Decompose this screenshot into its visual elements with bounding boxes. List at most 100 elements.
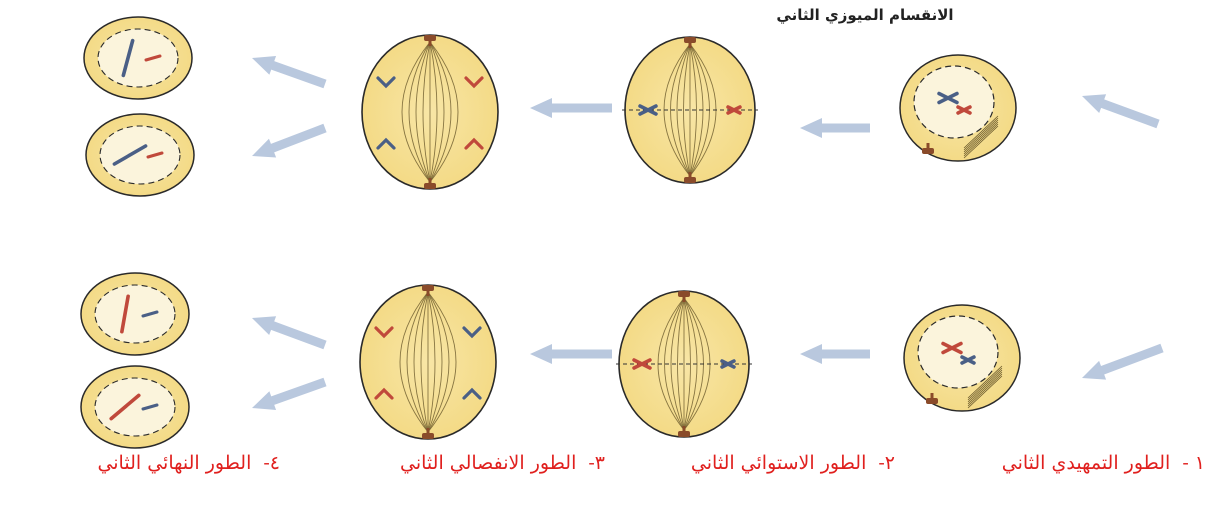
spindle-fiber bbox=[689, 43, 697, 177]
spindle-fiber bbox=[415, 41, 431, 183]
arrow bbox=[800, 344, 870, 364]
metaphase-cell bbox=[616, 290, 752, 438]
spindle-fiber bbox=[427, 291, 457, 433]
stage-label-anaphase-ii: ٣- الطور الانفصالي الثاني bbox=[335, 452, 605, 474]
nuclear-envelope bbox=[94, 377, 176, 437]
spindle-fiber bbox=[664, 297, 685, 431]
anaphase-cell bbox=[361, 34, 499, 190]
arrow-shape bbox=[252, 123, 327, 158]
stage-name: الطور النهائي الثاني bbox=[97, 452, 252, 474]
spindle-fiber bbox=[670, 43, 691, 177]
arrow-shape bbox=[252, 55, 327, 89]
daughter-cell bbox=[80, 365, 190, 449]
stage-name: الطور الانفصالي الثاني bbox=[400, 452, 577, 474]
spindle-fiber bbox=[963, 125, 999, 159]
spindle-fiber bbox=[677, 297, 685, 431]
spindle-fiber bbox=[963, 121, 999, 155]
spindle-fiber bbox=[429, 41, 445, 183]
stage-label-prophase-ii: ١ -الطور التمهيدي الثاني bbox=[935, 452, 1205, 474]
spindle-fiber bbox=[967, 367, 1003, 401]
prophase-cell bbox=[899, 54, 1017, 162]
arrow bbox=[252, 123, 327, 158]
spindle-fiber bbox=[406, 291, 429, 433]
arrow-shape bbox=[1082, 94, 1160, 129]
chromosome bbox=[146, 151, 164, 159]
chromatid bbox=[462, 326, 482, 339]
chromosome bbox=[109, 393, 141, 421]
spindle-fiber bbox=[399, 291, 429, 433]
stage-number: ٤- bbox=[263, 452, 280, 474]
stage-number: ٣- bbox=[588, 452, 605, 474]
spindle-fiber bbox=[429, 41, 452, 183]
spindle-fiber bbox=[427, 291, 436, 433]
chromosome bbox=[638, 104, 658, 116]
anaphase-cell bbox=[359, 284, 497, 440]
spindle-fiber bbox=[967, 375, 1003, 409]
arrow bbox=[530, 344, 612, 364]
chromosome bbox=[960, 355, 976, 365]
arrow bbox=[800, 118, 870, 138]
metaphase-cell bbox=[622, 36, 758, 184]
spindle-fiber bbox=[429, 41, 459, 183]
chromosome bbox=[937, 91, 959, 105]
chromatid bbox=[376, 137, 396, 150]
stage-name: الطور التمهيدي الثاني bbox=[1001, 452, 1171, 474]
diagram-title: الانقسام الميوزي الثاني bbox=[776, 6, 954, 24]
chromatid bbox=[374, 326, 394, 339]
arrow-shape bbox=[1082, 343, 1164, 380]
chromosome bbox=[112, 144, 148, 166]
arrow-shape bbox=[252, 377, 327, 411]
spindle-fiber bbox=[963, 117, 999, 151]
spindle-fiber bbox=[967, 371, 1003, 405]
nuclear-envelope bbox=[94, 284, 176, 344]
spindle-fiber bbox=[408, 41, 431, 183]
spindle-fiber bbox=[670, 297, 685, 431]
spindle-fiber bbox=[676, 43, 691, 177]
chromosome bbox=[120, 294, 130, 334]
spindle-fiber bbox=[427, 291, 443, 433]
spindle-fiber bbox=[420, 291, 429, 433]
arrow bbox=[1082, 94, 1160, 129]
spindle-fiber bbox=[422, 41, 431, 183]
chromosome bbox=[144, 54, 162, 62]
spindle-fiber bbox=[963, 119, 999, 153]
spindle-fiber bbox=[963, 123, 999, 157]
spindle-fiber bbox=[683, 297, 691, 431]
arrow-shape bbox=[800, 344, 870, 364]
stage-name: الطور الاستوائي الثاني bbox=[690, 452, 867, 474]
stage-number: ٢- bbox=[878, 452, 895, 474]
daughter-cell bbox=[85, 113, 195, 197]
chromatid bbox=[464, 137, 484, 150]
arrow-shape bbox=[800, 118, 870, 138]
stage-label-metaphase-ii: ٢- الطور الاستوائي الثاني bbox=[625, 452, 895, 474]
nuclear-envelope bbox=[99, 125, 181, 185]
chromatid bbox=[374, 387, 394, 400]
prophase-cell bbox=[903, 304, 1021, 412]
arrow bbox=[530, 98, 612, 118]
chromosome bbox=[121, 38, 135, 78]
arrow bbox=[252, 55, 327, 89]
chromosome bbox=[141, 403, 159, 411]
arrow bbox=[252, 377, 327, 411]
arrow-shape bbox=[252, 316, 327, 350]
chromosome bbox=[941, 341, 963, 355]
meiosis-ii-illustration bbox=[80, 16, 1164, 449]
stage-label-telophase-ii: ٤- الطور النهائي الثاني bbox=[10, 452, 280, 474]
chromosome bbox=[632, 358, 652, 370]
chromatid bbox=[462, 387, 482, 400]
chromosome bbox=[956, 105, 972, 115]
arrow bbox=[252, 316, 327, 350]
spindle-fiber bbox=[967, 369, 1003, 403]
daughter-cell bbox=[83, 16, 193, 100]
spindle-fiber bbox=[683, 43, 691, 177]
daughter-cell bbox=[80, 272, 190, 356]
spindle-fiber bbox=[401, 41, 431, 183]
arrow bbox=[1082, 343, 1164, 380]
chromosome bbox=[141, 310, 159, 318]
spindle-fiber bbox=[427, 291, 450, 433]
chromosome bbox=[720, 359, 736, 369]
chromatid bbox=[464, 76, 484, 89]
spindle-fiber bbox=[967, 365, 1003, 399]
nuclear-envelope bbox=[97, 28, 179, 88]
